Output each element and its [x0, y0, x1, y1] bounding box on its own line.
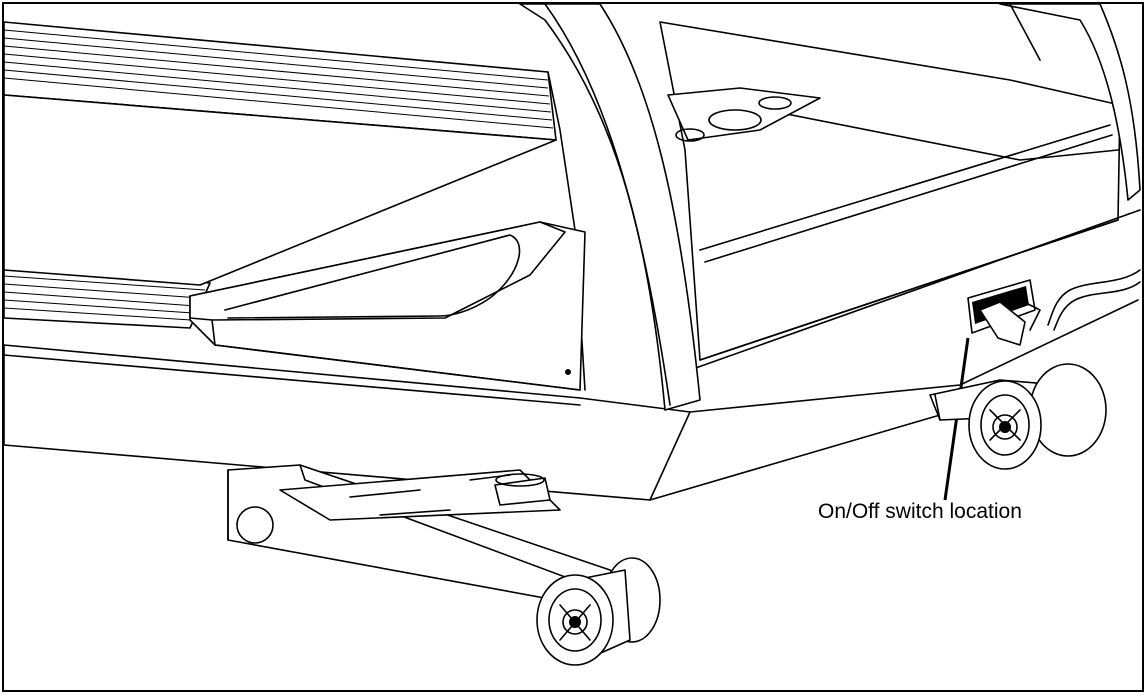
front-caster-wheel	[536, 557, 661, 666]
foot-step	[189, 221, 586, 391]
side-rail	[3, 71, 586, 391]
on-off-switch	[967, 279, 1041, 346]
callout-label: On/Off switch location	[818, 500, 1022, 523]
upright-arms	[519, 3, 1141, 411]
frame-base	[3, 299, 1139, 501]
motor-hood	[659, 21, 1141, 371]
power-cord	[1047, 269, 1141, 331]
rear-caster-wheel	[968, 363, 1107, 470]
cross-bar	[227, 464, 641, 611]
